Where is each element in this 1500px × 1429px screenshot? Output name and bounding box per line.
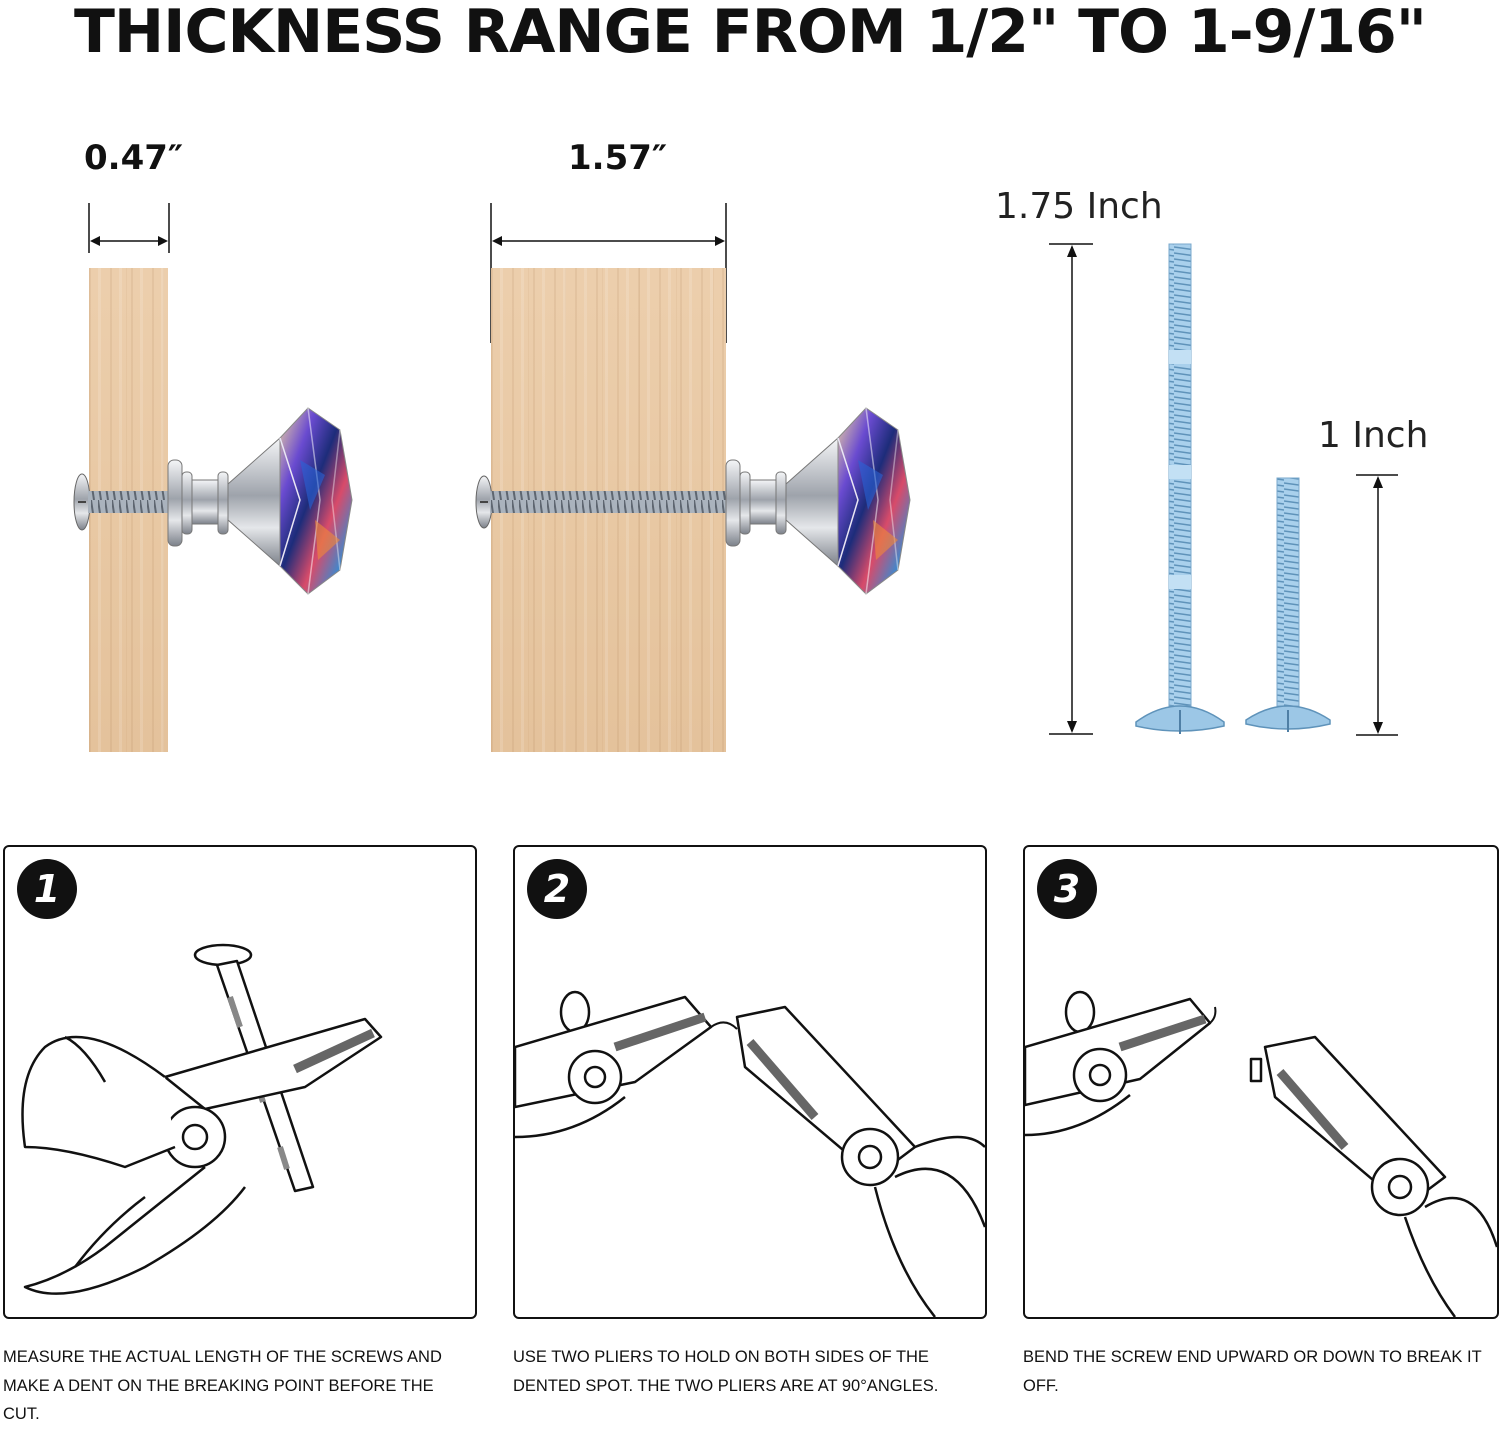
thin-board-dimension-label: 0.47″ (84, 138, 184, 178)
knob-assembly-thick (475, 407, 911, 595)
long-screw-length-label: 1.75 Inch (995, 186, 1163, 227)
step-3-panel: 3 (1023, 845, 1499, 1319)
break-screw-illustration (1025, 990, 1497, 1317)
step-2-panel: 2 (513, 845, 987, 1319)
thin-board-dimension-arrow (88, 203, 170, 253)
step-2-badge: 2 (527, 859, 587, 919)
thick-board-dimension-label: 1.57″ (568, 138, 668, 178)
knob-assembly-thin (73, 407, 353, 595)
long-screw-dimension-arrow (1049, 243, 1093, 735)
step-3-badge: 3 (1037, 859, 1097, 919)
step-1-caption: MEASURE THE ACTUAL LENGTH OF THE SCREWS … (3, 1348, 442, 1423)
step-3-caption: BEND THE SCREW END UPWARD OR DOWN TO BRE… (1023, 1348, 1482, 1395)
short-screw-dimension-arrow (1356, 474, 1398, 736)
short-screw (1245, 477, 1331, 732)
step-2-caption: USE TWO PLIERS TO HOLD ON BOTH SIDES OF … (513, 1348, 939, 1395)
step-1-badge: 1 (17, 859, 77, 919)
two-pliers-hold-illustration (515, 990, 985, 1317)
short-screw-length-label: 1 Inch (1318, 415, 1429, 456)
headline: THICKNESS RANGE FROM 1/2" TO 1-9/16" (73, 0, 1427, 67)
pliers-measure-illustration (21, 943, 383, 1295)
step-1-panel: 1 (3, 845, 477, 1319)
long-screw (1135, 243, 1225, 734)
